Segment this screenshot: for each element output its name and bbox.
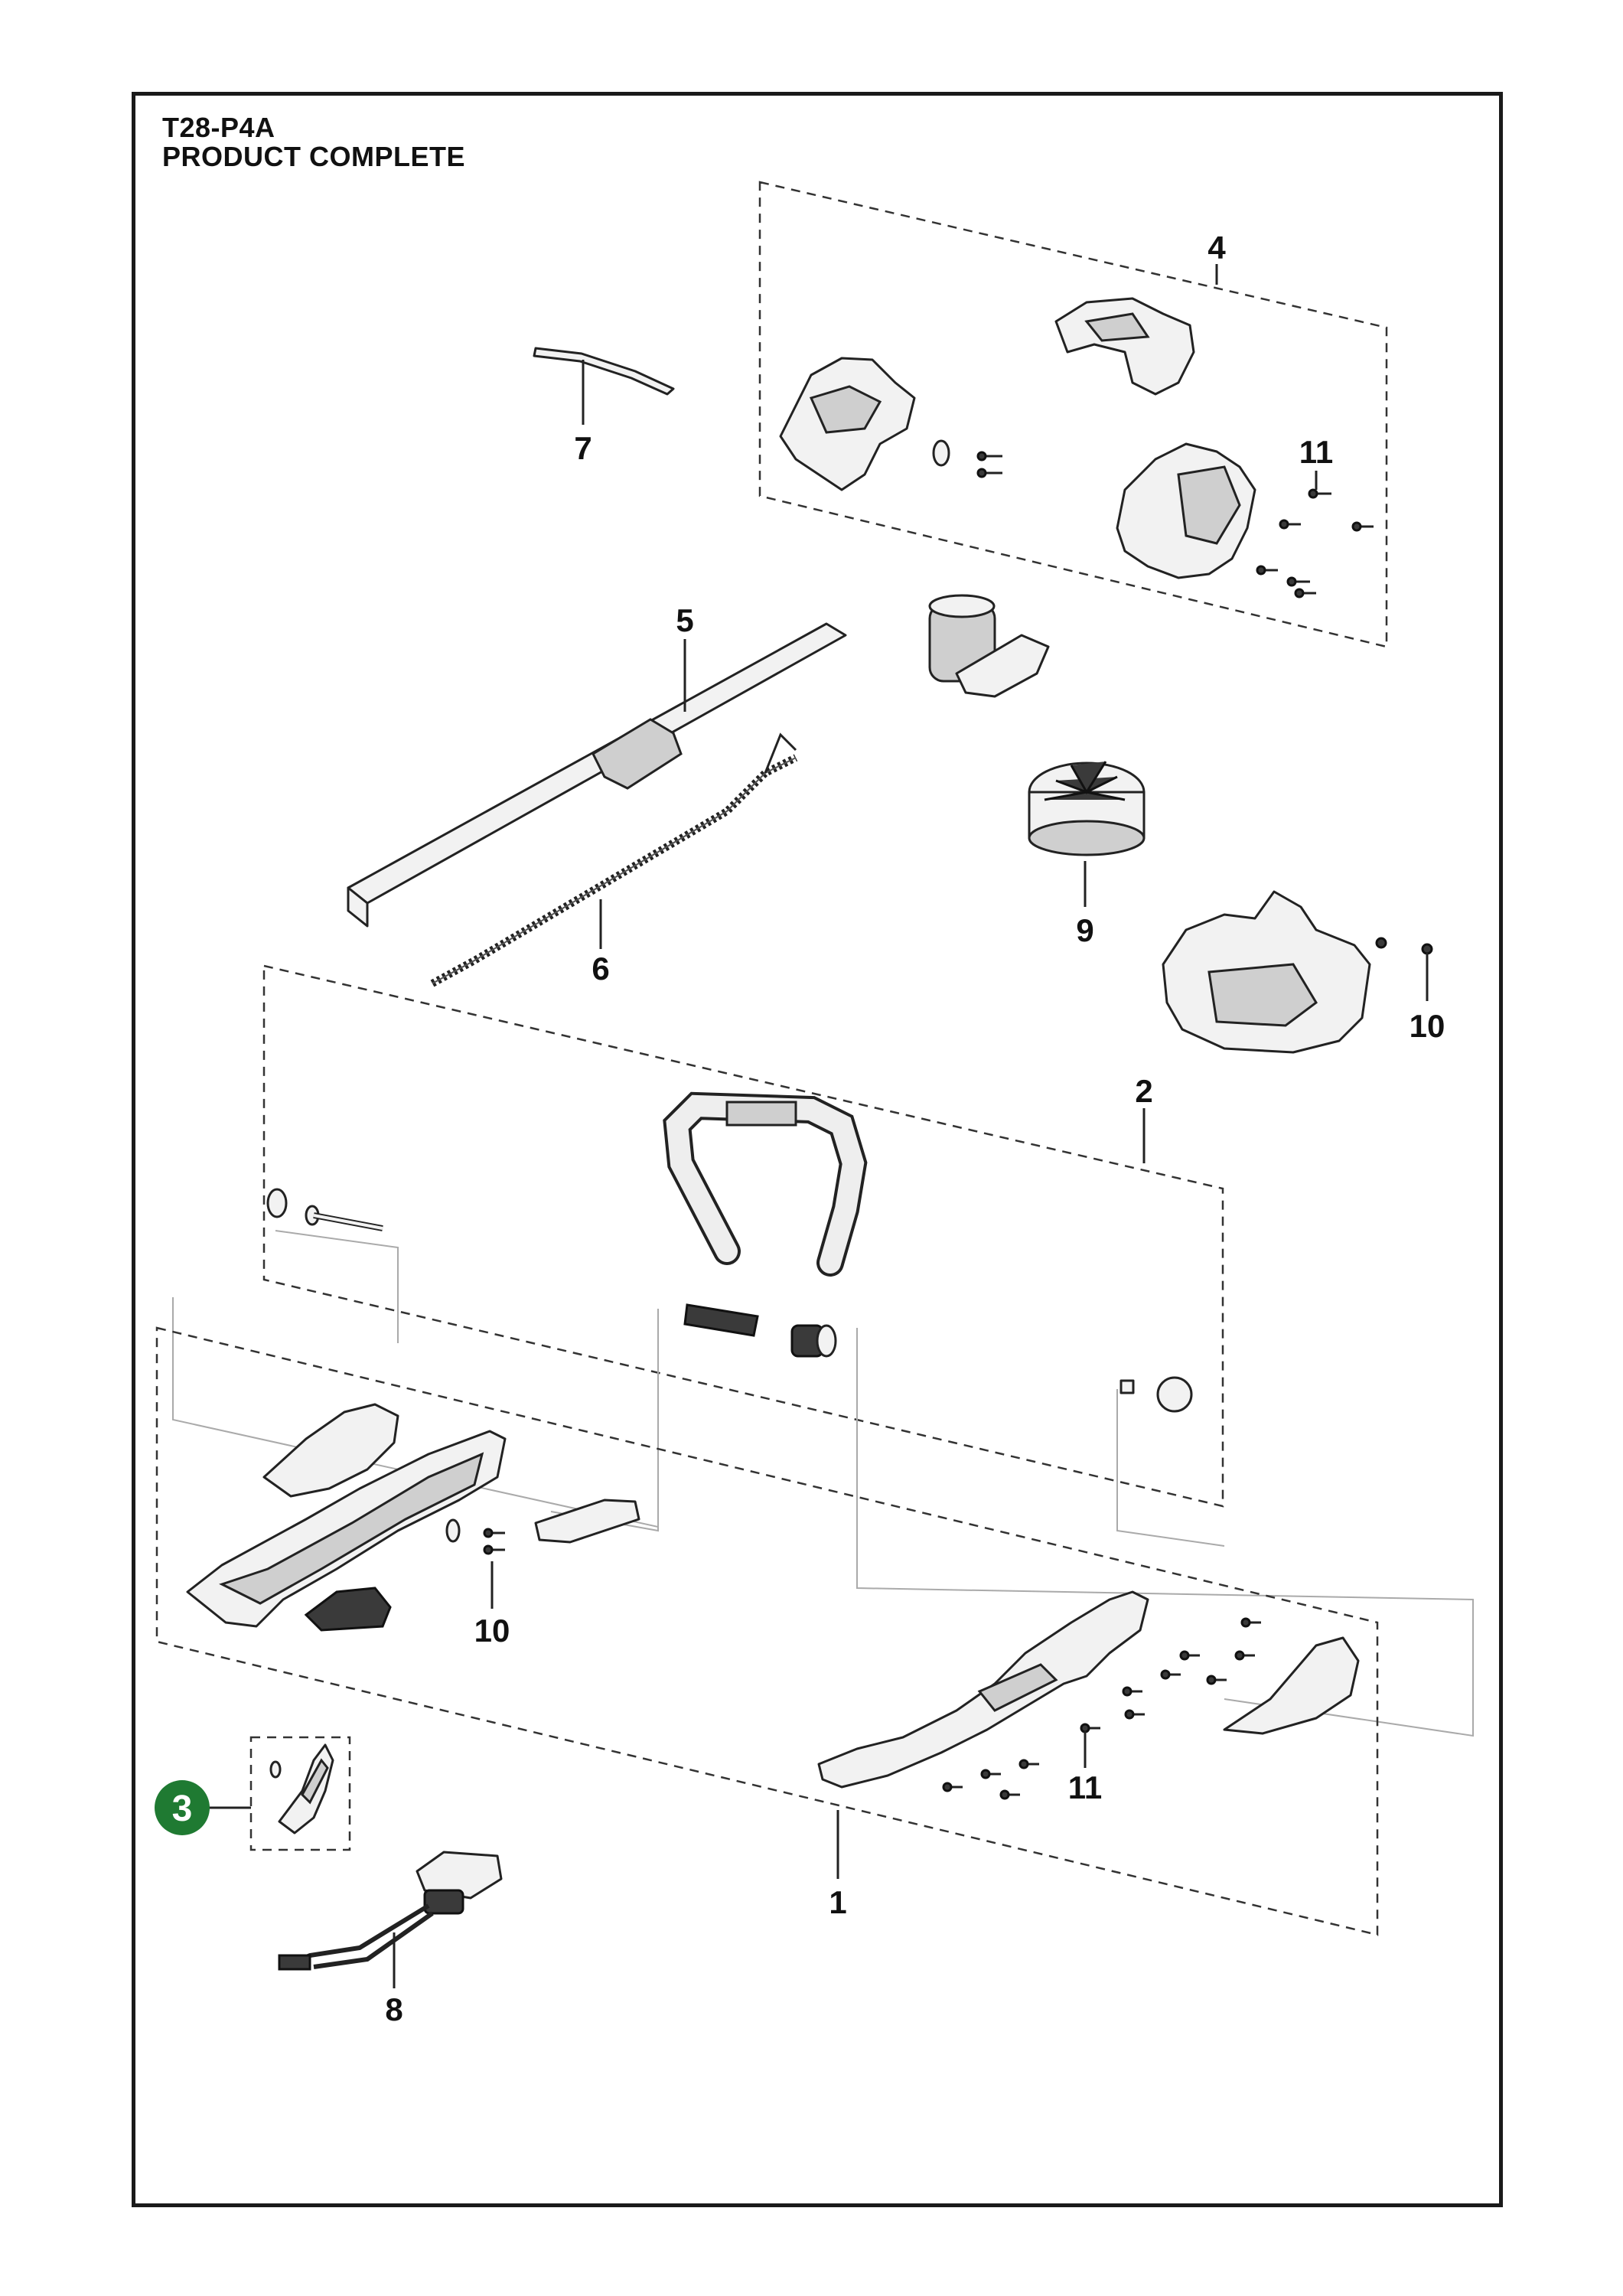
housing-screw-set-part[interactable] <box>942 1617 1261 1800</box>
wiring-harness-part-8[interactable] <box>278 1851 503 1971</box>
callout-7: 7 <box>574 430 592 466</box>
motor-cover-left-part[interactable] <box>779 357 916 491</box>
callout-10-lower: 10 <box>474 1613 510 1649</box>
end-cap-part[interactable] <box>1223 1636 1360 1735</box>
section-title: PRODUCT COMPLETE <box>162 141 466 172</box>
motor-cover-right-part[interactable] <box>1116 442 1256 579</box>
handle-housing-left-part[interactable] <box>186 1403 507 1628</box>
assembly-guide-line <box>550 1309 659 1532</box>
callout-3[interactable]: 3 <box>172 1789 193 1829</box>
housing-clip-part[interactable] <box>445 1518 461 1543</box>
retaining-clip-part[interactable] <box>932 439 950 467</box>
group-1-boundary <box>155 1326 1379 1936</box>
callout-2: 2 <box>1135 1073 1152 1109</box>
handle-bolt-part[interactable] <box>266 1188 383 1231</box>
highlight-badge-3[interactable] <box>155 1780 210 1835</box>
trigger-switch-part-3[interactable] <box>269 1743 334 1835</box>
fan-part-9[interactable] <box>1028 761 1146 856</box>
wire-clip-part-7[interactable] <box>533 347 675 396</box>
group-3-boundary <box>249 1736 351 1851</box>
handle-housing-right-part[interactable] <box>817 1590 1149 1789</box>
screw-pair-part[interactable] <box>976 451 1002 478</box>
callout-1: 1 <box>829 1884 846 1920</box>
coiled-cable-part-6[interactable] <box>430 732 798 987</box>
callout-11-lower: 11 <box>1068 1769 1102 1805</box>
motor-part[interactable] <box>928 594 1050 698</box>
group-2-boundary <box>262 964 1224 1508</box>
model-code: T28-P4A <box>162 112 275 143</box>
guard-housing-part[interactable] <box>1162 890 1371 1054</box>
housing-screws-part[interactable] <box>483 1528 505 1555</box>
callout-4: 4 <box>1207 230 1226 266</box>
assembly-guide-line <box>275 1230 399 1343</box>
callout-10-upper: 10 <box>1410 1008 1445 1044</box>
callout-6: 6 <box>592 951 609 987</box>
assembly-guide-line <box>1116 1389 1225 1547</box>
adjust-knob-part[interactable] <box>790 1324 837 1358</box>
callout-8: 8 <box>385 1991 402 2027</box>
guard-screws-part[interactable] <box>1375 937 1433 955</box>
shaft-tube-part-5[interactable] <box>347 622 847 928</box>
knob-cap-part[interactable] <box>1119 1376 1193 1413</box>
trigger-cover-part[interactable] <box>534 1499 640 1544</box>
callout-11-upper: 11 <box>1299 434 1333 470</box>
diagram-frame <box>132 92 1503 2207</box>
battery-latch-part[interactable] <box>304 1587 392 1632</box>
callout-5: 5 <box>676 602 693 638</box>
screw-set-part[interactable] <box>1256 488 1374 598</box>
assembly-guide-line <box>856 1328 1474 1737</box>
loop-handle-part[interactable] <box>663 1091 868 1277</box>
group-4-boundary <box>758 181 1388 648</box>
callout-9: 9 <box>1076 912 1093 948</box>
grip-sleeve-part[interactable] <box>683 1303 759 1337</box>
guard-top-part[interactable] <box>1054 297 1195 396</box>
